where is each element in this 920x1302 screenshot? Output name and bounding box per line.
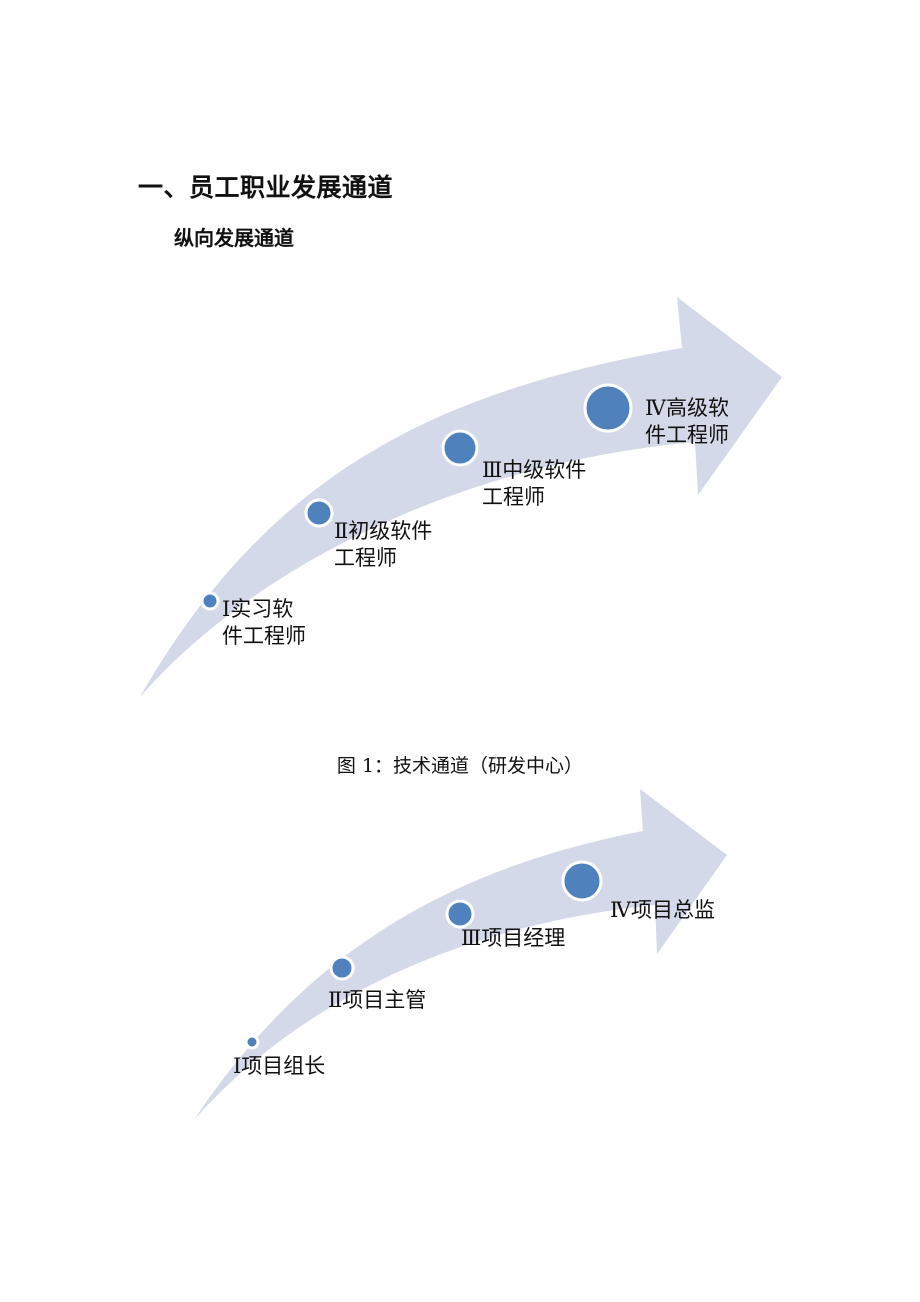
figure-caption: 图 1：技术通道（研发中心）	[336, 755, 584, 777]
technical-stage-4-label-line1: Ⅳ高级软	[645, 396, 729, 420]
management-stage-1-label: Ⅰ项目组长	[233, 1054, 326, 1078]
technical-stage-4-label: Ⅳ高级软 件工程师	[645, 395, 729, 449]
technical-stage-3-label: Ⅲ中级软件 工程师	[482, 457, 586, 511]
technical-stage-1-label: Ⅰ实习软 件工程师	[222, 596, 306, 650]
technical-stage-1-label-line2: 件工程师	[222, 624, 306, 648]
technical-stage-4-label-line2: 件工程师	[645, 423, 729, 447]
technical-stage-2-label-line1: Ⅱ初级软件	[334, 519, 433, 543]
management-stage-4-marker	[561, 860, 603, 902]
technical-stage-3-marker	[441, 429, 479, 467]
management-stage-3-marker	[445, 899, 475, 929]
technical-stage-1-marker	[200, 591, 220, 611]
technical-stage-1-label-line1: Ⅰ实习软	[222, 597, 294, 621]
technical-stage-3-label-line2: 工程师	[482, 485, 545, 509]
management-stage-2-marker	[329, 955, 355, 981]
technical-stage-2-marker	[304, 498, 334, 528]
technical-stage-4-marker	[583, 383, 633, 433]
technical-stage-3-label-line1: Ⅲ中级软件	[482, 458, 587, 482]
management-stage-2-label: Ⅱ项目主管	[328, 988, 427, 1012]
management-stage-4-label: Ⅳ项目总监	[610, 898, 715, 922]
management-stage-1-marker	[244, 1034, 260, 1050]
technical-stage-2-label-line2: 工程师	[334, 546, 397, 570]
technical-stage-2-label: Ⅱ初级软件 工程师	[334, 518, 432, 572]
management-stage-3-label: Ⅲ项目经理	[461, 926, 566, 950]
subsection-heading: 纵向发展通道	[174, 226, 294, 250]
section-heading: 一、员工职业发展通道	[138, 173, 394, 202]
